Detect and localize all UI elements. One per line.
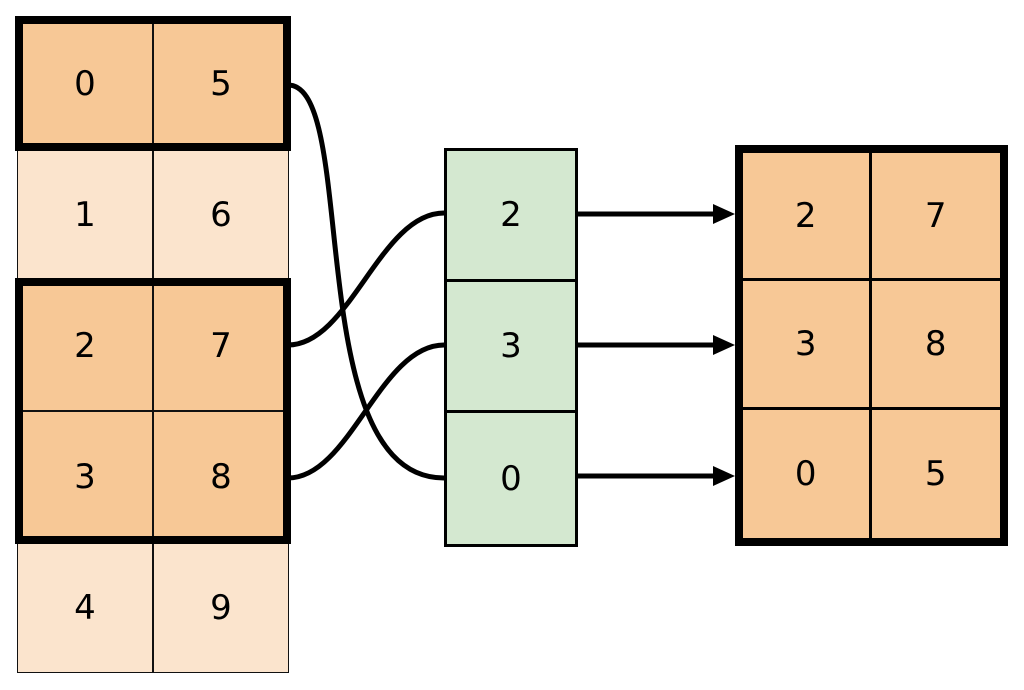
source-cell-r1c1: 6 bbox=[153, 149, 289, 280]
source-cell-r4c1: 9 bbox=[153, 542, 289, 673]
arrow-head-result-row0 bbox=[713, 204, 735, 224]
result-cell-r0c1: 7 bbox=[871, 153, 1000, 282]
source-cell-r4c0: 4 bbox=[17, 542, 153, 673]
source-cell-r3c1: 8 bbox=[153, 411, 289, 542]
result-cell-r1c1: 8 bbox=[871, 281, 1000, 410]
curve-row0-to-index0 bbox=[287, 82, 445, 481]
curve-row3-to-index3 bbox=[287, 342, 445, 481]
source-cell-r2c0: 2 bbox=[17, 280, 153, 411]
index-cell-0: 2 bbox=[447, 151, 575, 282]
arrow-head-result-row2 bbox=[713, 466, 735, 486]
arrow-head-result-row1 bbox=[713, 335, 735, 355]
curve-row2-to-index2 bbox=[287, 210, 445, 348]
result-cell-r0c0: 2 bbox=[743, 153, 872, 282]
index-cell-1: 3 bbox=[447, 282, 575, 413]
source-cell-r2c1: 7 bbox=[153, 280, 289, 411]
source-cell-r1c0: 1 bbox=[17, 149, 153, 280]
result-cell-r2c1: 5 bbox=[871, 409, 1000, 538]
source-cell-r0c1: 5 bbox=[153, 18, 289, 149]
index-cell-2: 0 bbox=[447, 413, 575, 544]
result-cell-r2c0: 0 bbox=[743, 409, 872, 538]
index-column: 2 3 0 bbox=[444, 148, 578, 547]
source-cell-r0c0: 0 bbox=[17, 18, 153, 149]
result-table: 2 7 3 8 0 5 bbox=[735, 145, 1008, 546]
source-table: 0 5 1 6 2 7 3 8 4 9 bbox=[17, 18, 289, 673]
source-cell-r3c0: 3 bbox=[17, 411, 153, 542]
result-cell-r1c0: 3 bbox=[743, 281, 872, 410]
